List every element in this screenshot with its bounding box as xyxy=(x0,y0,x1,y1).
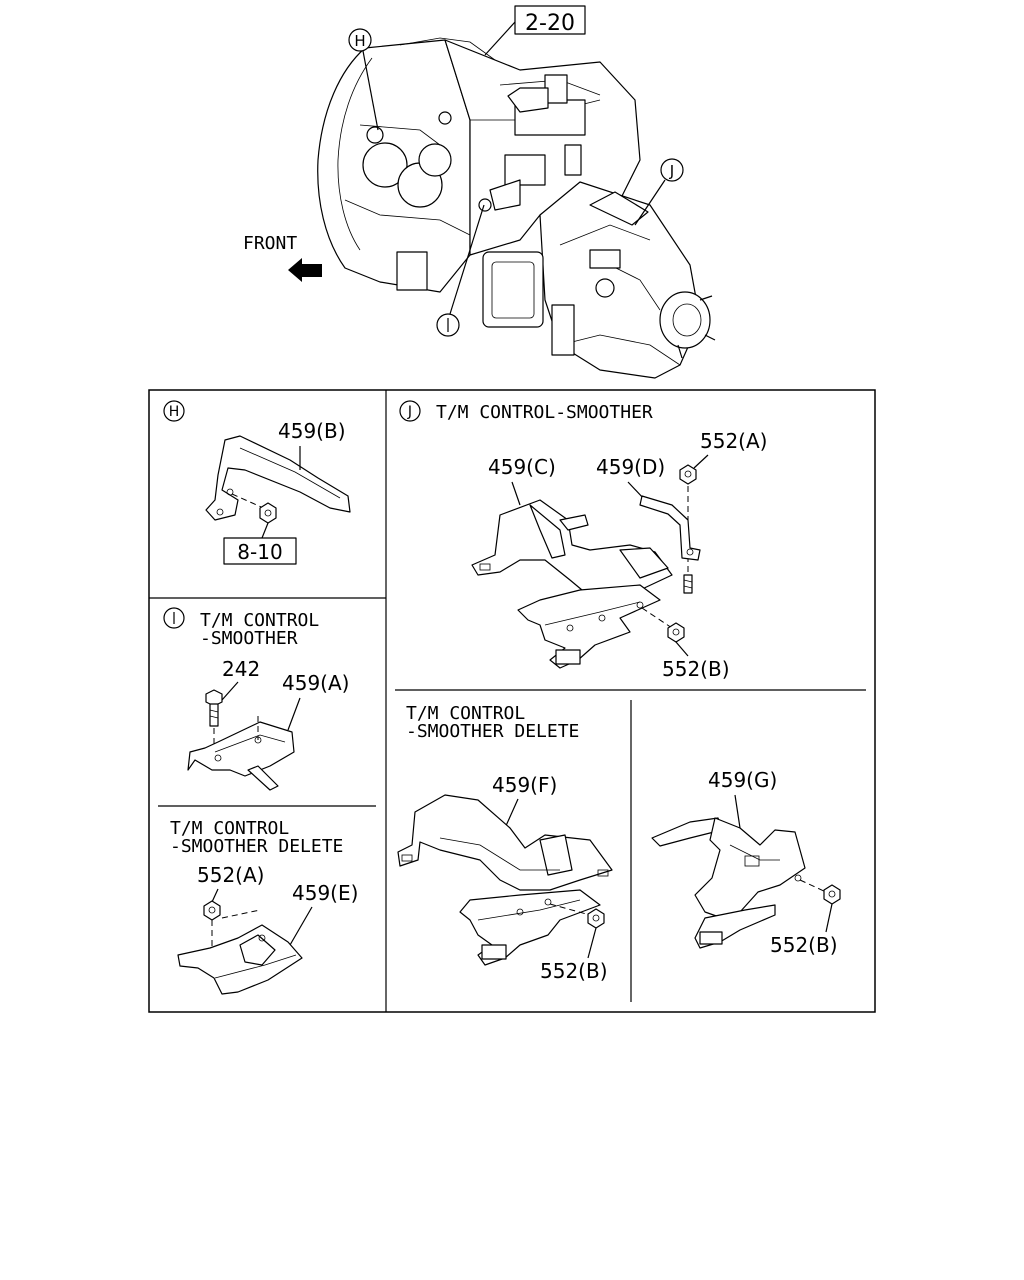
bracket-459c xyxy=(471,499,673,599)
bracket-459a xyxy=(187,721,295,791)
nut-552a-j xyxy=(679,464,697,485)
bracket-459d xyxy=(639,495,701,561)
panel-h-marker xyxy=(163,400,185,422)
bracket-459g-lower xyxy=(694,904,776,949)
nut-552a-i xyxy=(203,900,221,921)
panel-i-title-line1: T/M CONTROL xyxy=(200,610,319,631)
panel-h: H 459(B) 8-10 xyxy=(163,400,351,565)
nut-552b-jf xyxy=(587,908,605,929)
callout-i-overview xyxy=(436,204,485,337)
bracket-459c-lower xyxy=(517,584,661,669)
ref-box-8-10-label: 8-10 xyxy=(237,540,282,564)
label-459f: 459(F) xyxy=(492,773,557,797)
bracket-459f xyxy=(397,794,613,891)
ref-box-2-20 xyxy=(514,5,586,35)
bracket-459f-lower xyxy=(459,889,601,966)
label-459c: 459(C) xyxy=(488,455,556,479)
overview-annotations: 2-20 H J FRONT xyxy=(243,5,684,337)
front-label: FRONT xyxy=(243,233,297,254)
bolt-stud-j xyxy=(683,574,693,594)
svg-text:J: J xyxy=(669,162,674,180)
label-552b-jf: 552(B) xyxy=(540,959,608,983)
label-552b-jg: 552(B) xyxy=(770,933,838,957)
panel-i-delete-title-line1: T/M CONTROL xyxy=(170,818,289,839)
panel-i-title-line2: -SMOOTHER xyxy=(200,628,298,649)
detail-frame xyxy=(148,389,876,1013)
svg-text:H: H xyxy=(354,32,365,50)
bracket-459e xyxy=(177,924,303,995)
label-552a-j: 552(A) xyxy=(700,429,767,453)
panel-j-delete-title-line1: T/M CONTROL xyxy=(406,703,525,724)
bracket-459b xyxy=(205,435,351,521)
panel-j-marker-letter: J xyxy=(407,404,412,420)
nut-552b-j xyxy=(667,622,685,643)
bracket-459g xyxy=(651,817,806,919)
label-552a-i: 552(A) xyxy=(197,863,264,887)
callout-h-overview: H xyxy=(348,28,379,131)
ref-box-2-20-label: 2-20 xyxy=(525,11,575,36)
panel-j-delete-title-line2: -SMOOTHER DELETE xyxy=(406,721,579,742)
panel-i: T/M CONTROL -SMOOTHER 242 459(A) T/M CON… xyxy=(163,607,358,995)
panel-j: J T/M CONTROL-SMOOTHER 552(A) 459(C) 459… xyxy=(397,400,841,983)
callout-j-overview: J xyxy=(634,158,684,226)
label-459g: 459(G) xyxy=(708,768,777,792)
transmission-overview xyxy=(317,37,716,379)
panel-j-title: T/M CONTROL-SMOOTHER xyxy=(436,402,653,423)
nut-8-10 xyxy=(259,502,277,524)
panel-j-marker xyxy=(399,400,421,422)
panel-h-marker-letter: H xyxy=(169,404,180,420)
nut-552b-jg xyxy=(823,884,841,905)
front-arrow-icon xyxy=(288,258,322,282)
label-459e: 459(E) xyxy=(292,881,358,905)
panel-i-delete-title-line2: -SMOOTHER DELETE xyxy=(170,836,343,857)
bolt-242 xyxy=(205,689,223,727)
label-242: 242 xyxy=(222,657,260,681)
label-459b: 459(B) xyxy=(278,419,346,443)
ref-box-8-10 xyxy=(223,537,297,565)
label-552b-j: 552(B) xyxy=(662,657,730,681)
label-459d: 459(D) xyxy=(596,455,665,479)
label-459a: 459(A) xyxy=(282,671,349,695)
